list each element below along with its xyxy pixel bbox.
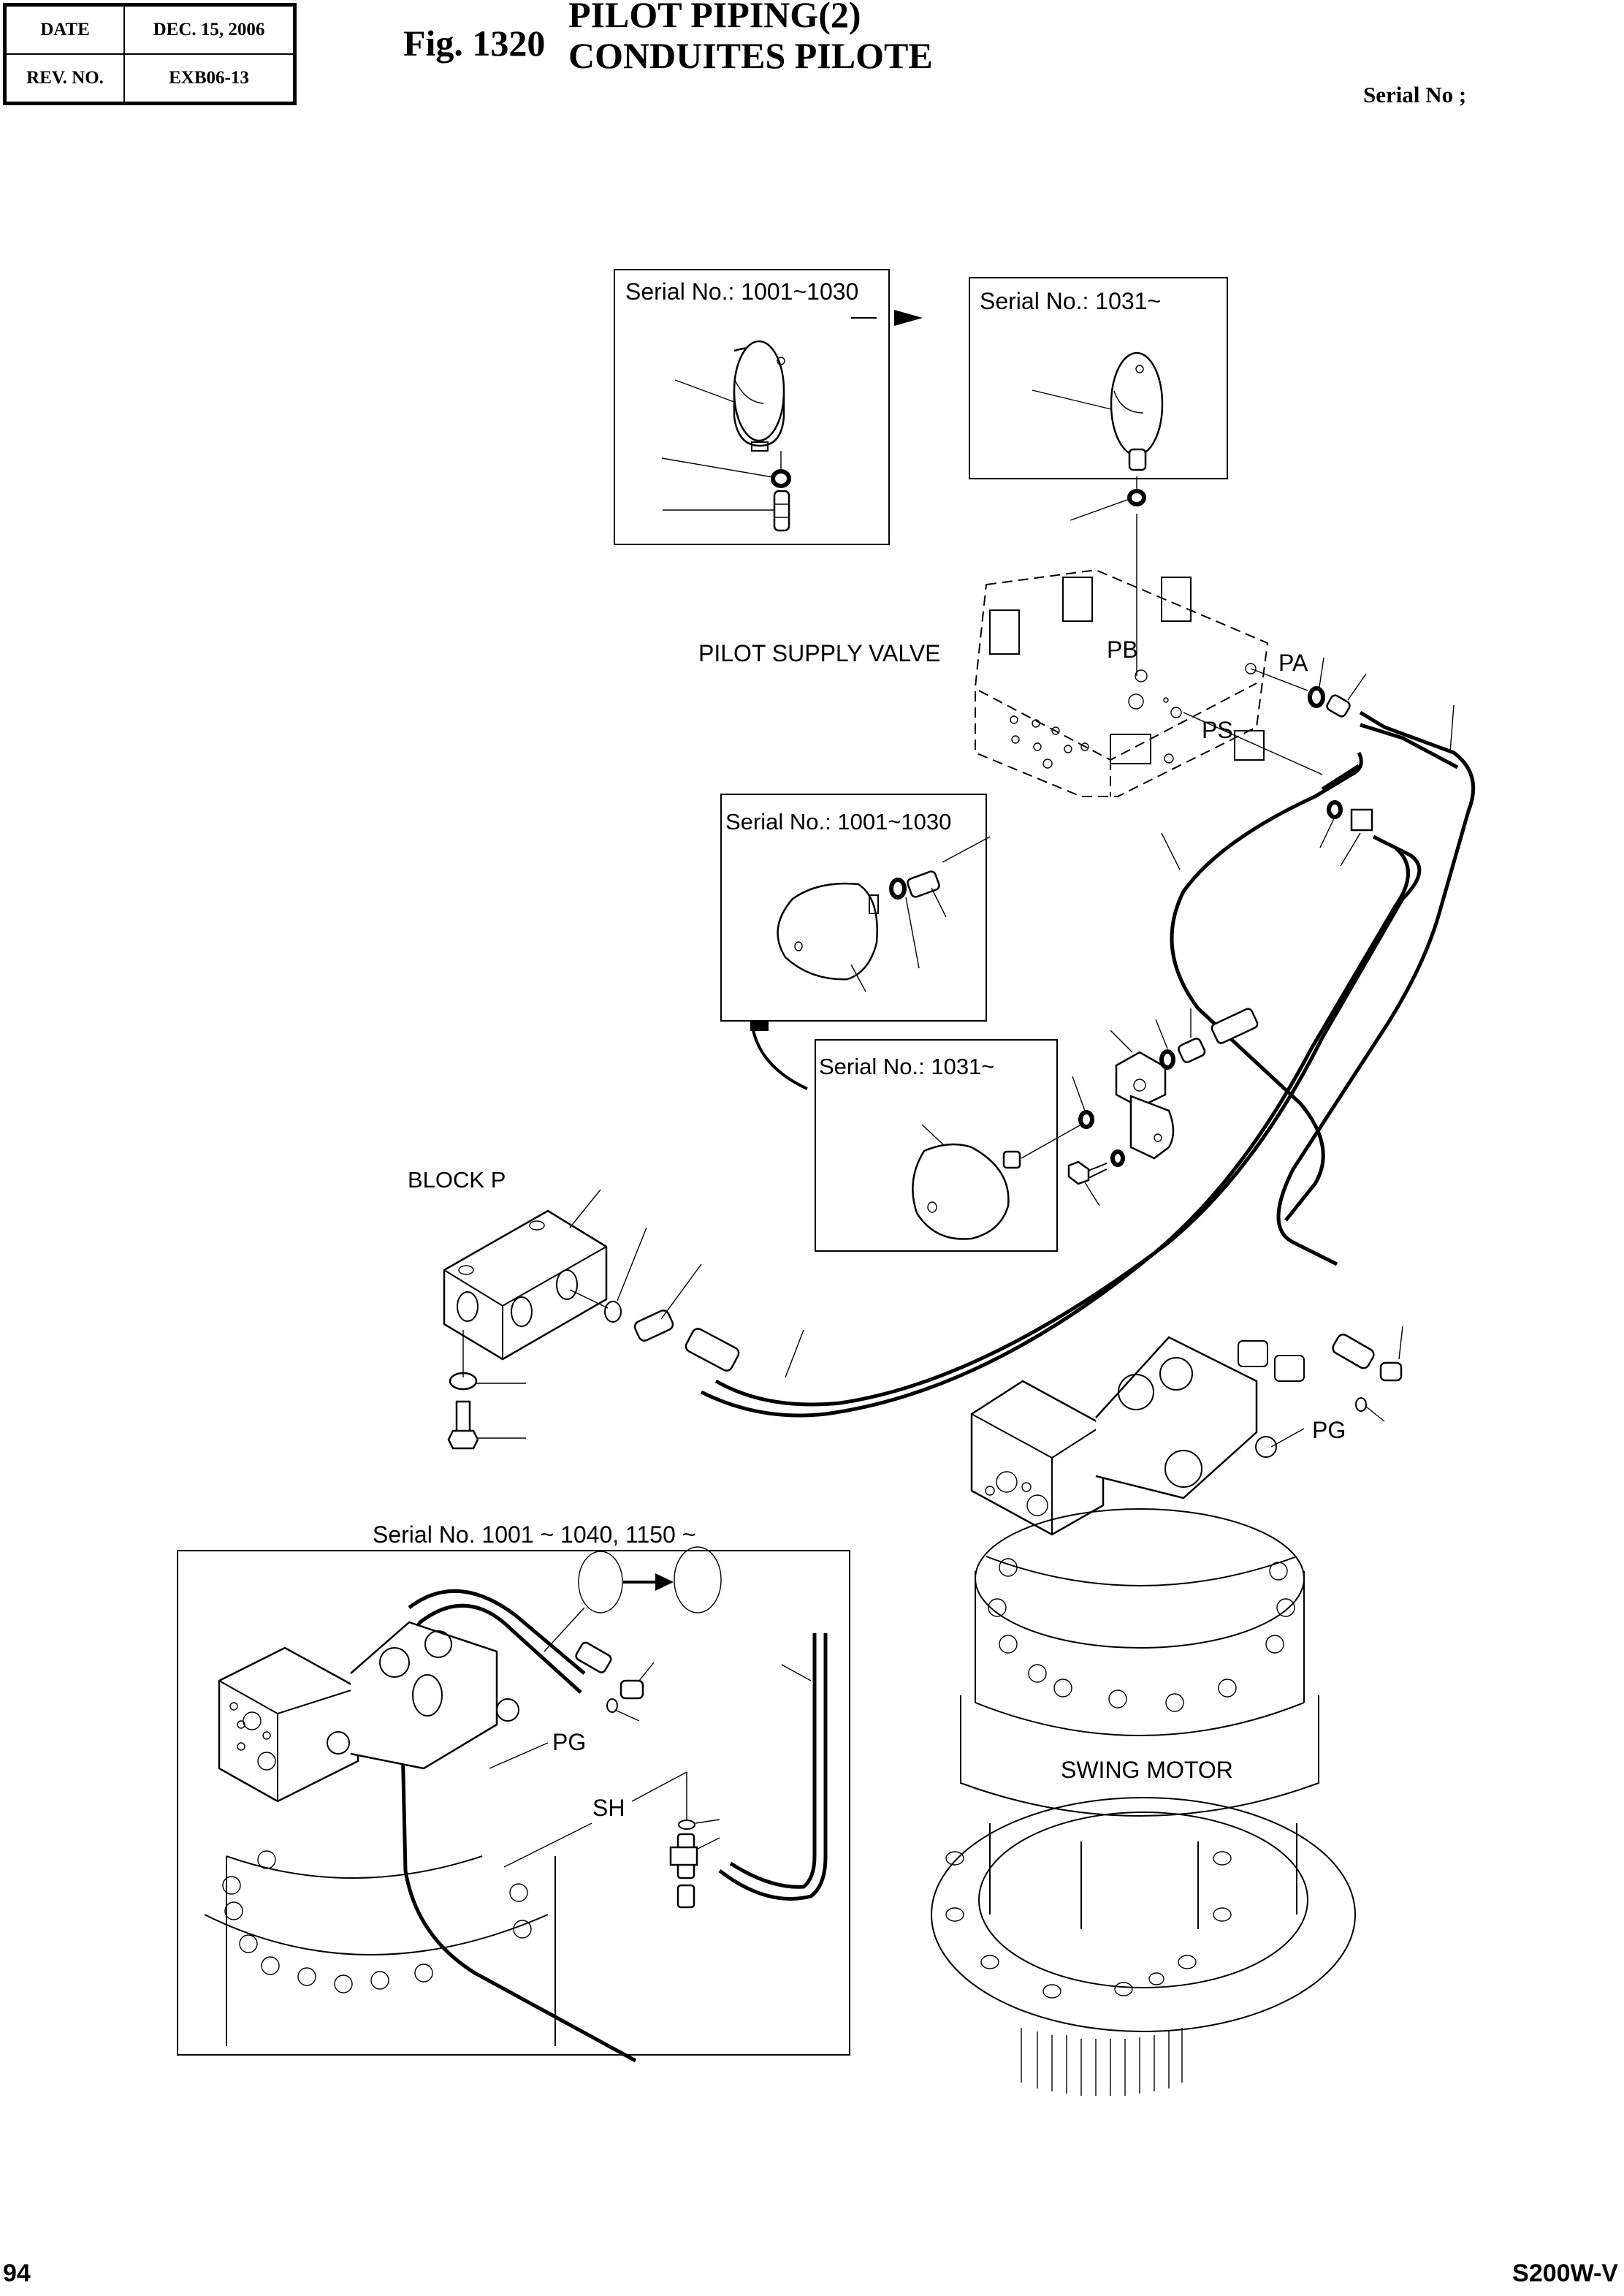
reference-circle-new [674, 1546, 722, 1613]
callout-label: Serial No.: 1001~1030 [725, 809, 951, 835]
figure-title: PILOT PIPING(2) CONDUITES PILOTE [568, 0, 933, 76]
callout-top-new-accumulator: Serial No.: 1031~ [969, 277, 1228, 479]
port-pb-label: PB [1107, 636, 1138, 663]
leader-line [942, 836, 991, 863]
supersede-arrow-icon [851, 310, 923, 326]
page-number: 94 [3, 2259, 31, 2287]
rev-value: EXB06-13 [123, 53, 296, 104]
leader-line [921, 1124, 945, 1147]
callout-mid-new-accumulator: Serial No.: 1031~ [815, 1039, 1058, 1252]
hose-end-icon [685, 1328, 740, 1372]
swing-motor-icon [931, 1336, 1356, 2096]
accumulator-icon [777, 882, 879, 981]
port-pb-icon [1135, 669, 1148, 683]
port-ps-label: PS [1202, 717, 1233, 743]
leader-line [674, 379, 735, 403]
inset-port-sh-label: SH [592, 1795, 625, 1821]
pilot-supply-valve-label: PILOT SUPPLY VALVE [698, 640, 940, 666]
leader-line [1110, 1030, 1133, 1053]
leader-line [931, 887, 947, 918]
leader-line [850, 964, 866, 992]
callout-label: Serial No.: 1001~1030 [625, 278, 858, 305]
machine-model: S200W-V [1512, 2259, 1618, 2287]
adapter-fitting-icon [633, 1309, 674, 1342]
port-pa-icon [1245, 663, 1257, 674]
date-value: DEC. 15, 2006 [123, 4, 296, 55]
o-ring-icon [604, 1301, 622, 1323]
hose-end-icon [1332, 1334, 1375, 1369]
block-p-icon [443, 1209, 608, 1361]
o-ring-icon [1327, 800, 1343, 819]
leader-line [1072, 1076, 1086, 1111]
leader-line [1161, 832, 1181, 870]
leader-line [661, 457, 774, 478]
date-label: DATE [4, 4, 125, 55]
elbow-fitting-icon [1379, 1361, 1403, 1382]
o-ring-icon [771, 469, 791, 488]
leader-line [1084, 1182, 1100, 1206]
figure-number: Fig. 1320 [403, 23, 546, 64]
leader-line [1449, 704, 1455, 753]
callout-mid-old-accumulator: Serial No.: 1001~1030 [720, 794, 991, 1022]
title-english: PILOT PIPING(2) [568, 0, 861, 35]
callout-label: Serial No.: 1031~ [980, 288, 1161, 314]
pilot-hose [1276, 710, 1476, 1266]
leader-line [617, 1227, 647, 1301]
callout-lower-inset: PG SH [177, 1546, 850, 2063]
leader-line [905, 897, 920, 969]
callout-label: Serial No.: 1031~ [819, 1054, 994, 1079]
manifold-block-icon [1115, 1051, 1175, 1160]
o-ring-icon [889, 878, 907, 900]
accumulator-icon [733, 340, 785, 452]
leader-line [569, 1189, 601, 1228]
o-ring-icon [1078, 1110, 1094, 1129]
callout-top-old-accumulator: Serial No.: 1001~1030 [614, 269, 890, 545]
accumulator-icon [1110, 351, 1164, 471]
o-ring-icon [1127, 489, 1146, 506]
port-pg-label: PG [1312, 1417, 1346, 1443]
reference-circle-old [578, 1551, 623, 1613]
block-p-label: BLOCK P [408, 1167, 506, 1193]
tee-fitting-icon [1350, 808, 1373, 832]
inset-port-pg-label: PG [552, 1729, 586, 1755]
port-pa-label: PA [1278, 650, 1308, 676]
o-ring-icon [678, 1820, 695, 1830]
leader-line [785, 1329, 804, 1378]
supersede-curve-icon [751, 1026, 808, 1090]
port-ps-icon [1170, 707, 1182, 718]
o-ring-icon [606, 1698, 618, 1713]
washer-icon [1110, 1149, 1125, 1167]
adapter-fitting-icon [907, 870, 940, 898]
lower-inset-label: Serial No. 1001 ~ 1040, 1150 ~ [373, 1521, 695, 1548]
leader-line [1032, 389, 1112, 410]
leader-line [1155, 1019, 1168, 1049]
rev-label: REV. NO. [4, 53, 125, 104]
adapter-fitting-icon [1326, 694, 1351, 718]
o-ring-icon [1308, 686, 1325, 708]
bolt-icon [447, 1400, 479, 1450]
pilot-supply-valve-body [975, 569, 1269, 797]
leader-line [660, 1263, 702, 1320]
accumulator-icon [912, 1143, 1021, 1240]
adapter-fitting-icon [1178, 1038, 1206, 1063]
adapter-fitting-icon [773, 490, 790, 532]
serial-number-header: Serial No ; [1363, 82, 1467, 107]
leader-line [1070, 498, 1130, 521]
hose-end-icon [1211, 1008, 1259, 1044]
swing-motor-label: SWING MOTOR [1061, 1757, 1233, 1783]
o-ring-icon [1355, 1397, 1367, 1412]
bolt-icon [1067, 1160, 1108, 1185]
elbow-fitting-icon [620, 1679, 644, 1700]
leader-line [1398, 1326, 1403, 1360]
title-french: CONDUITES PILOTE [568, 35, 933, 76]
o-ring-icon [1159, 1049, 1175, 1070]
revision-table: DATE DEC. 15, 2006 REV. NO. EXB06-13 [3, 3, 297, 105]
